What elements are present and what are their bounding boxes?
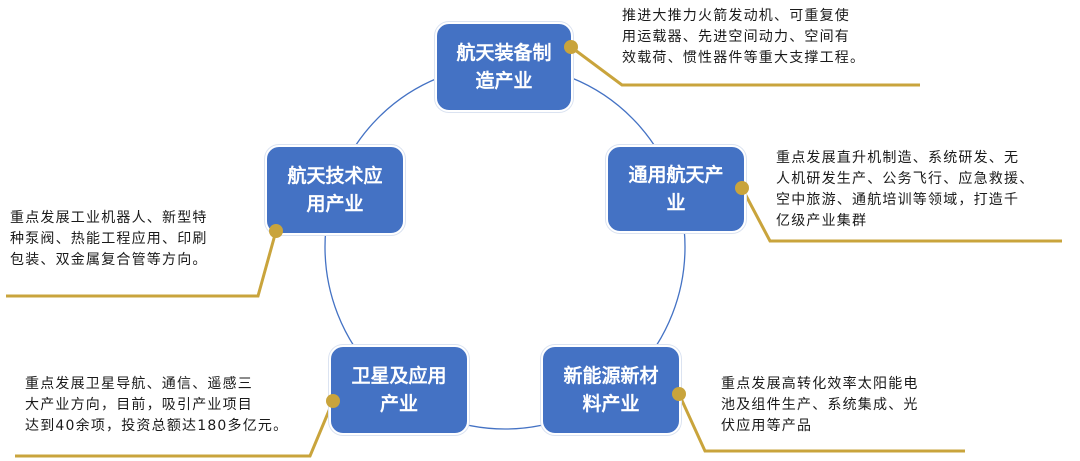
node-aerospace-equipment[interactable]: 航天装备制 造产业 — [435, 22, 573, 112]
node-satellite-applications[interactable]: 卫星及应用 产业 — [329, 345, 469, 435]
description-satellite-applications: 重点发展卫星导航、通信、遥感三 大产业方向，目前，吸引产业项目 达到40余项，投… — [25, 376, 289, 434]
node-label: 航天技术应 用产业 — [287, 162, 382, 218]
node-label-line: 用产业 — [306, 193, 364, 215]
connector-line-new-energy-materials — [677, 393, 965, 453]
node-new-energy-materials[interactable]: 新能源新材 料产业 — [541, 345, 681, 435]
node-label-line: 卫星及应用 — [351, 365, 447, 387]
node-label-line: 航天装备制 — [456, 42, 552, 64]
connector-line-general-aerospace — [740, 187, 1062, 243]
node-label: 卫星及应用 产业 — [351, 362, 446, 418]
description-aerospace-tech-applications: 重点发展工业机器人、新型特 种泵阀、热能工程应用、印刷 包装、双金属复合管等方向… — [10, 210, 208, 268]
description-aerospace-equipment: 推进大推力火箭发动机、可重复使 用运载器、先进空间动力、空间有 效载荷、惯性器件… — [622, 8, 866, 66]
node-label-line: 业 — [666, 192, 686, 214]
node-label-line: 造产业 — [475, 70, 533, 92]
node-aerospace-tech-applications[interactable]: 航天技术应 用产业 — [265, 145, 405, 235]
node-label: 通用航天产 业 — [628, 161, 723, 217]
description-new-energy-materials: 重点发展高转化效率太阳能电 池及组件生产、系统集成、光 伏应用等产品 — [721, 376, 919, 434]
node-label-line: 新能源新材 — [563, 365, 659, 387]
node-label-line: 航天技术应 — [287, 165, 383, 187]
node-label-line: 产业 — [379, 393, 418, 415]
connector-line-aerospace-equipment — [570, 45, 920, 87]
node-general-aerospace[interactable]: 通用航天产 业 — [606, 145, 746, 233]
description-general-aerospace: 重点发展直升机制造、系统研发、无 人机研发生产、公务飞行、应急救援、 空中旅游、… — [776, 150, 1035, 229]
node-label: 航天装备制 造产业 — [456, 39, 551, 95]
node-label-line: 通用航天产 — [628, 164, 724, 186]
node-label-line: 料产业 — [582, 393, 640, 415]
connector-line-aerospace-tech-applications — [6, 230, 278, 298]
node-label: 新能源新材 料产业 — [563, 362, 658, 418]
connector-line-satellite-applications — [15, 400, 335, 458]
